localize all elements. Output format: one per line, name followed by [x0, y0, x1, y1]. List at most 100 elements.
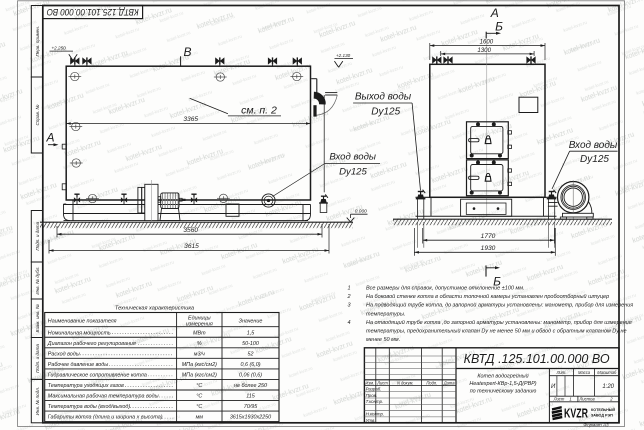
- svg-text:N докум.: N докум.: [397, 380, 414, 385]
- svg-text:Температура воды (вход/выход): Температура воды (вход/выход): [48, 404, 131, 410]
- svg-text:МВт: МВт: [193, 330, 206, 336]
- svg-text:Dy125: Dy125: [580, 154, 609, 165]
- svg-text:Все размеры для справок, допус: Все размеры для справок, допустимое откл…: [366, 286, 525, 292]
- svg-text:%: %: [197, 341, 202, 347]
- svg-text:Максимальная рабочая температу: Максимальная рабочая температура воды: [48, 394, 159, 400]
- svg-text:1300: 1300: [477, 47, 491, 54]
- svg-text:Масса: Масса: [578, 370, 591, 375]
- svg-text:Формат А3: Формат А3: [583, 422, 609, 427]
- svg-text:Лист: Лист: [376, 380, 388, 385]
- svg-text:Температура уходящих газов: Температура уходящих газов: [48, 383, 124, 389]
- svg-text:1: 1: [347, 286, 350, 292]
- svg-text:измерения: измерения: [186, 321, 213, 327]
- svg-text:0,06 (0,6): 0,06 (0,6): [239, 373, 262, 379]
- svg-text:Дата: Дата: [443, 380, 456, 385]
- svg-text:ЗАВОД РЭП: ЗАВОД РЭП: [591, 413, 613, 417]
- svg-text:°С: °С: [196, 394, 202, 400]
- svg-text:МПа (кгс/см2): МПа (кгс/см2): [182, 362, 217, 368]
- svg-text:Heatexpert-КВр-1,5-Д(РВР): Heatexpert-КВр-1,5-Д(РВР): [469, 381, 536, 387]
- svg-text:Разраб.: Разраб.: [366, 386, 382, 391]
- svg-text:Подп. и дата: Подп. и дата: [35, 344, 40, 373]
- svg-text:м3/ч: м3/ч: [194, 351, 205, 357]
- svg-text:Взам. инв. №: Взам. инв. №: [35, 304, 40, 332]
- svg-text:мм: мм: [196, 415, 204, 421]
- svg-text:Гидравлическое сопротивление к: Гидравлическое сопротивление котла: [48, 373, 147, 379]
- svg-text:менее 50 мм.: менее 50 мм.: [366, 337, 400, 343]
- svg-text:2: 2: [609, 397, 613, 402]
- svg-text:Утв.: Утв.: [366, 418, 376, 423]
- svg-text:Dy125: Dy125: [371, 107, 400, 118]
- svg-text:температуры, предохранительный: температуры, предохранительный клапан Dу…: [366, 328, 627, 335]
- svg-text:Номинальная мощность: Номинальная мощность: [48, 330, 111, 336]
- svg-text:В: В: [183, 45, 191, 59]
- svg-text:Т.контр.: Т.контр.: [366, 399, 384, 404]
- svg-text:Справ. №: Справ. №: [35, 105, 40, 126]
- svg-text:1,5: 1,5: [247, 330, 255, 336]
- svg-text:КВТД.125.101.00.000 ВО: КВТД.125.101.00.000 ВО: [47, 7, 139, 17]
- svg-text:52: 52: [248, 351, 254, 357]
- svg-text:Пров.: Пров.: [366, 393, 378, 398]
- svg-text:1930: 1930: [481, 245, 496, 252]
- svg-text:Наименование показателя: Наименование показателя: [48, 319, 117, 325]
- svg-text:Б: Б: [493, 275, 501, 289]
- svg-text:1600: 1600: [480, 39, 494, 46]
- svg-text:КОТЕЛЬНЫЙ: КОТЕЛЬНЫЙ: [591, 408, 615, 412]
- svg-text:+2.250: +2.250: [52, 46, 67, 51]
- svg-text:На боковой стенке котла в обла: На боковой стенке котла в области топочн…: [366, 293, 609, 300]
- svg-text:Изм.: Изм.: [365, 380, 374, 385]
- svg-text:4: 4: [347, 320, 350, 326]
- svg-text:0.000: 0.000: [355, 208, 367, 214]
- svg-text:А: А: [490, 6, 499, 20]
- svg-text:не более 250: не более 250: [234, 383, 267, 389]
- svg-text:КВТД .125.101.00.000 ВО: КВТД .125.101.00.000 ВО: [464, 351, 610, 366]
- svg-text:Б: Б: [495, 19, 503, 33]
- svg-text:Вход воды: Вход воды: [569, 140, 618, 151]
- svg-text:Выход воды: Выход воды: [355, 91, 412, 102]
- svg-text:А: А: [45, 131, 54, 145]
- svg-text:3365: 3365: [183, 116, 198, 123]
- svg-text:по техническому заданию: по техническому заданию: [470, 388, 537, 394]
- svg-text:Котел водогрейный: Котел водогрейный: [477, 373, 528, 380]
- svg-text:1770: 1770: [481, 233, 496, 240]
- svg-text:Вход воды: Вход воды: [329, 152, 376, 163]
- svg-text:70/95: 70/95: [244, 404, 258, 410]
- svg-text:Техническая характеристика: Техническая характеристика: [115, 305, 194, 311]
- svg-text:Значение: Значение: [239, 319, 263, 325]
- svg-text:Диапазон рабочего регулировани: Диапазон рабочего регулирования: [47, 341, 136, 347]
- svg-text:Рабочее давление воды: Рабочее давление воды: [48, 362, 108, 368]
- svg-text:°С: °С: [196, 383, 202, 389]
- svg-text:Подп. и дата: Подп. и дата: [35, 221, 40, 250]
- svg-text:1: 1: [569, 397, 571, 402]
- svg-text:3615: 3615: [184, 243, 199, 250]
- svg-text:2: 2: [346, 294, 350, 300]
- svg-text:+2.130: +2.130: [336, 53, 351, 58]
- svg-text:Габариты котла (длина и ширина: Габариты котла (длина и ширина х высота): [48, 415, 163, 421]
- svg-text:Н.контр.: Н.контр.: [366, 412, 385, 417]
- svg-text:50-100: 50-100: [242, 341, 259, 347]
- svg-text:3615х1930х2250: 3615х1930х2250: [230, 415, 271, 421]
- svg-text:115: 115: [246, 394, 256, 400]
- svg-text:Dy125: Dy125: [339, 167, 367, 178]
- svg-text:Подп.: Подп.: [426, 380, 437, 385]
- svg-text:Перв. примен.: Перв. примен.: [35, 26, 40, 57]
- svg-text:Лит.: Лит.: [556, 370, 567, 375]
- svg-text:3: 3: [347, 303, 351, 309]
- svg-text:3560: 3560: [183, 227, 198, 234]
- svg-text:0,6 (6,0): 0,6 (6,0): [240, 362, 260, 368]
- svg-text:см. п. 2: см. п. 2: [241, 105, 277, 117]
- svg-text:1:20: 1:20: [602, 384, 614, 390]
- svg-text:Единицы: Единицы: [188, 315, 211, 321]
- svg-text:МПа (кгс/см2): МПа (кгс/см2): [182, 373, 217, 379]
- svg-text:KVZR: KVZR: [564, 406, 588, 421]
- svg-text:На подводящий трубе котла, до: На подводящий трубе котла, до запорной а…: [366, 302, 633, 309]
- svg-text:Инв. № дубл.: Инв. № дубл.: [35, 266, 40, 294]
- svg-text:На отводящий трубе котла ,до з: На отводящий трубе котла ,до запорной ар…: [366, 319, 632, 326]
- svg-text:Расход воды: Расход воды: [48, 351, 80, 357]
- svg-text:И: И: [551, 384, 556, 390]
- svg-text:Листов: Листов: [578, 397, 595, 402]
- svg-text:Масштаб: Масштаб: [597, 370, 617, 375]
- svg-text:температуры.: температуры.: [366, 311, 405, 317]
- svg-text:°С: °С: [196, 404, 202, 410]
- svg-text:Лист: Лист: [553, 397, 565, 402]
- svg-text:Инв. № подл.: Инв. № подл.: [35, 387, 40, 416]
